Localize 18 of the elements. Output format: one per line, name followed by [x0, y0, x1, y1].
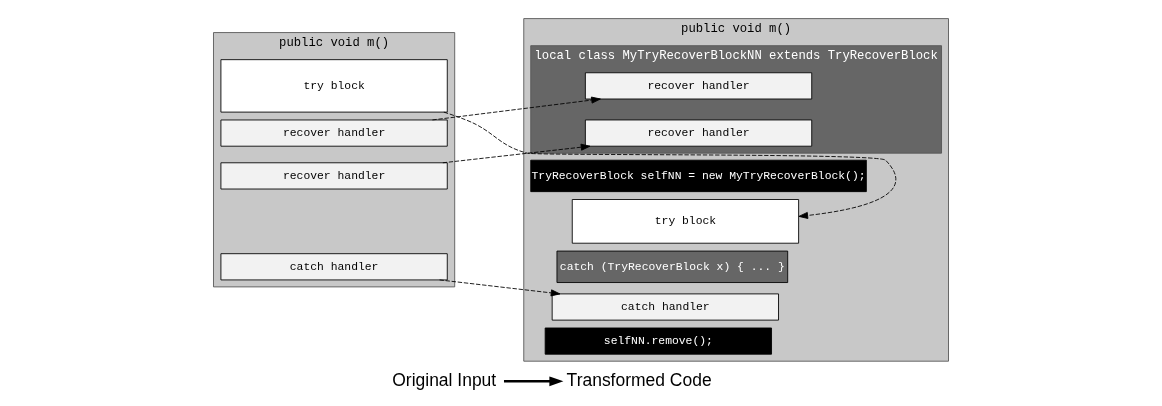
node-box: recover handler	[584, 72, 813, 100]
node-box: catch (TryRecoverBlock x) { ... }	[556, 250, 789, 283]
node-box: recover handler	[220, 162, 448, 190]
node-box: catch handler	[220, 253, 448, 281]
node-box: recover handler	[584, 119, 813, 147]
node-box: selfNN.remove();	[544, 327, 772, 355]
node-box: catch handler	[551, 293, 779, 321]
node-box: try block	[220, 59, 448, 113]
arrow	[504, 376, 564, 387]
arrow	[432, 96, 601, 121]
node-text: Original Input	[392, 369, 497, 390]
node-text: Transformed Code	[566, 369, 712, 390]
node-box: try block	[571, 199, 800, 244]
arrow	[439, 279, 561, 297]
node-box: TryRecoverBlock selfNN = new MyTryRecoverBlock();	[530, 159, 867, 193]
arrow	[442, 143, 591, 164]
arrow	[443, 111, 897, 219]
node-box: recover handler	[220, 119, 448, 147]
